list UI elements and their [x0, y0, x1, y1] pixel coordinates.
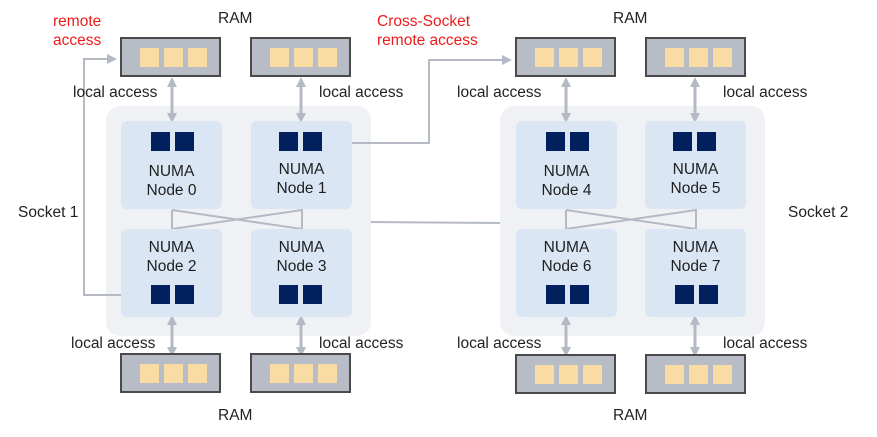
node-name: Node 6: [541, 258, 592, 275]
socket-2-label: Socket 2: [788, 204, 849, 221]
cpu-core-icon: [546, 132, 565, 151]
node-name: Node 3: [276, 258, 327, 275]
cpu-core-icon: [175, 132, 194, 151]
socket-1-label: Socket 1: [18, 204, 79, 221]
ram-chip: [294, 364, 313, 383]
node-name: Node 7: [670, 258, 721, 275]
ram-module-node5: [645, 37, 746, 77]
ram-module-node2: [120, 353, 221, 393]
numa-label: NUMA: [278, 161, 325, 178]
numa-node-5: NUMA Node 5: [645, 121, 746, 209]
numa-node-0: NUMA Node 0: [121, 121, 222, 209]
ram-chip: [164, 48, 183, 67]
cpu-core-icon: [699, 285, 718, 304]
node-name: Node 4: [541, 182, 592, 199]
cross-socket-label-line1: Cross-Socket: [377, 13, 471, 30]
numa-node-6: NUMA Node 6: [516, 229, 617, 317]
local-access-label: local access: [457, 84, 542, 101]
ram-label-bottom-right: RAM: [613, 407, 648, 424]
ram-chip: [689, 48, 708, 67]
ram-chip: [318, 48, 337, 67]
cpu-core-icon: [675, 285, 694, 304]
ram-chip: [583, 365, 602, 384]
local-access-label: local access: [723, 335, 808, 352]
cpu-core-icon: [303, 285, 322, 304]
remote-access-label-line1: remote: [53, 13, 102, 30]
ram-chip: [188, 48, 207, 67]
numa-label: NUMA: [148, 163, 195, 180]
ram-chip: [559, 48, 578, 67]
ram-label-top-right: RAM: [613, 10, 648, 27]
node-name: Node 1: [276, 180, 327, 197]
remote-access-path: [83, 54, 148, 296]
numa-node-1: NUMA Node 1: [251, 121, 352, 209]
cross-socket-label-line2: remote access: [377, 32, 478, 49]
numa-label: NUMA: [672, 239, 719, 256]
numa-label: NUMA: [543, 239, 590, 256]
ram-chip: [270, 364, 289, 383]
ram-module-node3: [250, 353, 351, 393]
local-access-label: local access: [457, 335, 542, 352]
cpu-core-icon: [673, 132, 692, 151]
ram-chip: [535, 365, 554, 384]
node-name: Node 0: [146, 182, 197, 199]
numa-node-4: NUMA Node 4: [516, 121, 617, 209]
cross-link-socket1-a: [171, 208, 303, 231]
ram-chip: [583, 48, 602, 67]
cpu-core-icon: [279, 132, 298, 151]
cpu-core-icon: [697, 132, 716, 151]
cpu-core-icon: [570, 132, 589, 151]
local-access-label: local access: [319, 84, 404, 101]
ram-chip: [665, 365, 684, 384]
local-access-label: local access: [73, 84, 158, 101]
cpu-core-icon: [546, 285, 565, 304]
ram-label-top-left: RAM: [218, 10, 253, 27]
numa-node-2: NUMA Node 2: [121, 229, 222, 317]
ram-chip: [689, 365, 708, 384]
numa-label: NUMA: [672, 161, 719, 178]
ram-chip: [713, 48, 732, 67]
numa-label: NUMA: [278, 239, 325, 256]
cpu-core-icon: [279, 285, 298, 304]
remote-access-label-line2: access: [53, 32, 102, 49]
numa-label: NUMA: [148, 239, 195, 256]
cpu-core-icon: [175, 285, 194, 304]
ram-chip: [559, 365, 578, 384]
ram-module-node4: [515, 37, 616, 77]
cpu-core-icon: [151, 285, 170, 304]
ram-chip: [270, 48, 289, 67]
ram-chip: [665, 48, 684, 67]
ram-label-bottom-left: RAM: [218, 407, 253, 424]
node-name: Node 2: [146, 258, 197, 275]
cpu-core-icon: [151, 132, 170, 151]
local-access-label: local access: [319, 335, 404, 352]
ram-chip: [140, 364, 159, 383]
cpu-core-icon: [570, 285, 589, 304]
ram-chip: [535, 48, 554, 67]
numa-label: NUMA: [543, 163, 590, 180]
ram-chip: [713, 365, 732, 384]
inter-socket-link: [370, 221, 501, 224]
numa-node-7: NUMA Node 7: [645, 229, 746, 317]
ram-module-node6: [515, 354, 616, 394]
ram-chip: [318, 364, 337, 383]
node-name: Node 5: [670, 180, 721, 197]
local-access-label: local access: [723, 84, 808, 101]
cross-link-socket2-a: [565, 208, 697, 231]
cross-socket-remote-access-path: [323, 55, 512, 144]
ram-chip: [164, 364, 183, 383]
ram-module-node1: [250, 37, 351, 77]
ram-chip: [188, 364, 207, 383]
ram-module-node0: [120, 37, 221, 77]
local-access-label: local access: [71, 335, 156, 352]
ram-chip: [140, 48, 159, 67]
numa-node-3: NUMA Node 3: [251, 229, 352, 317]
ram-chip: [294, 48, 313, 67]
cpu-core-icon: [303, 132, 322, 151]
ram-module-node7: [645, 354, 746, 394]
